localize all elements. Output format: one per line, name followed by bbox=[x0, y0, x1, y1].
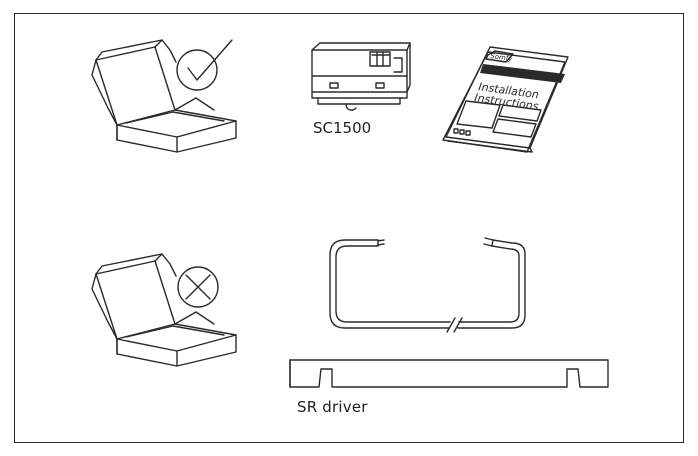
cross-circle-icon bbox=[177, 266, 219, 308]
check-circle-icon bbox=[176, 39, 233, 91]
controller-label: SC1500 bbox=[313, 119, 371, 137]
diagram-frame bbox=[14, 13, 684, 443]
driver-label: SR driver bbox=[297, 398, 368, 416]
manual-brand: Somfy bbox=[490, 52, 514, 63]
installation-manual-icon bbox=[442, 46, 569, 153]
driver-profile-icon bbox=[289, 359, 609, 388]
sc1500-controller-icon bbox=[311, 42, 411, 111]
open-box-included-icon bbox=[91, 39, 237, 153]
open-box-not-included-icon bbox=[91, 253, 237, 367]
driver-cable-icon bbox=[329, 237, 526, 333]
